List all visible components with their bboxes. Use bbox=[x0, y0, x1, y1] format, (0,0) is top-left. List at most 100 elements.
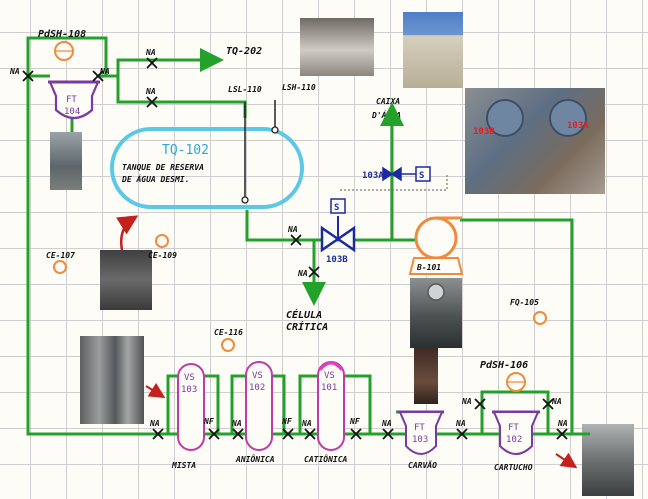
vs101-label-a: VS bbox=[324, 371, 335, 381]
hand-valve-state: NA bbox=[461, 397, 472, 406]
filter-ft104[interactable]: FT 104 bbox=[48, 80, 100, 120]
hand-valve-12[interactable]: NF bbox=[349, 417, 362, 440]
hand-valve-state: NA bbox=[287, 225, 298, 234]
pump-label: B-101 bbox=[416, 263, 441, 272]
arrow-to-cartucho-photo bbox=[555, 452, 578, 469]
instrument-ce107[interactable] bbox=[53, 260, 67, 274]
filter-ft103[interactable]: FT 103 bbox=[398, 410, 444, 455]
arrow-to-storage-photo bbox=[115, 215, 139, 251]
hand-valve-state: NA bbox=[145, 87, 156, 96]
photo-valves-103: 103B 103A bbox=[465, 88, 605, 194]
signal-line bbox=[340, 174, 448, 191]
tank-desc-line2: DE ÁGUA DESMI. bbox=[121, 173, 189, 184]
lsl110-label: LSL-110 bbox=[228, 85, 262, 94]
caption-anionica: ANIÔNICA bbox=[235, 454, 275, 464]
photo-filter-ft104 bbox=[50, 132, 82, 190]
hand-valve-state: NA bbox=[455, 419, 466, 428]
hand-valve-8[interactable]: NF bbox=[203, 417, 220, 440]
valve-103b-actuator: S bbox=[334, 203, 339, 213]
vessel-vs103[interactable]: VS 103 bbox=[177, 363, 205, 451]
hand-valve-4[interactable]: NA bbox=[145, 87, 158, 108]
hand-valve-13[interactable]: NA bbox=[381, 419, 394, 440]
hand-valve-3[interactable]: NA bbox=[145, 48, 158, 69]
fq105-label: FQ-105 bbox=[510, 298, 539, 307]
photo-cartucho bbox=[582, 424, 634, 496]
hand-valve-state: NF bbox=[203, 417, 214, 426]
tank-desc-line1: TANQUE DE RESERVA bbox=[122, 163, 204, 172]
valve-markers: NA NA NA NA NA NA NA NF NA NF NA NF NA NA NA NA NA bbox=[9, 48, 568, 440]
hand-valve-2[interactable]: NA bbox=[92, 67, 110, 82]
celula-label-1: CÉLULA bbox=[286, 308, 322, 321]
vessel-vs101[interactable]: VS 101 bbox=[317, 361, 345, 451]
arrow-to-vessels bbox=[145, 382, 166, 399]
ft103-label-b: 103 bbox=[412, 435, 428, 445]
hand-valve-15[interactable]: NA bbox=[461, 397, 486, 410]
valve-103a-label: 103A bbox=[362, 171, 384, 181]
hand-valve-state: NA bbox=[99, 67, 110, 76]
hand-valve-state: NA bbox=[231, 419, 242, 428]
vs102-label-a: VS bbox=[252, 371, 263, 381]
lsl-probe-tip bbox=[241, 196, 249, 204]
hand-valve-6[interactable]: NA bbox=[297, 266, 320, 278]
lsh110-label: LSH-110 bbox=[282, 83, 316, 92]
caption-mista: MISTA bbox=[171, 461, 196, 470]
hand-valve-state: NA bbox=[145, 48, 156, 57]
photo-label-103b: 103B bbox=[473, 127, 495, 137]
hand-valve-11[interactable]: NA bbox=[301, 419, 316, 440]
tq202-label: TQ-202 bbox=[226, 46, 262, 57]
hand-valve-state: NA bbox=[297, 269, 308, 278]
pump-b101[interactable]: B-101 bbox=[408, 216, 464, 275]
hand-valve-14[interactable]: NA bbox=[455, 419, 468, 440]
hand-valve-10[interactable]: NF bbox=[281, 417, 294, 440]
hand-valve-state: NA bbox=[9, 67, 20, 76]
piping bbox=[26, 36, 590, 436]
hand-valve-1[interactable]: NA bbox=[9, 67, 34, 82]
photo-storage-tanks bbox=[100, 250, 152, 310]
vessel-vs102[interactable]: VS 102 bbox=[245, 361, 273, 451]
ce109-label: CE-109 bbox=[148, 251, 177, 260]
hand-valve-state: NA bbox=[301, 419, 312, 428]
ft104-label-a: FT bbox=[66, 95, 77, 105]
filter-ft102[interactable]: FT 102 bbox=[492, 410, 540, 455]
hand-valve-7[interactable]: NA bbox=[149, 419, 164, 440]
caixa-label-2: D'ÁGUA bbox=[371, 109, 401, 120]
photo-columns-vs bbox=[80, 336, 144, 424]
lsh-probe-tip bbox=[271, 126, 279, 134]
photo-label-103a: 103A bbox=[567, 121, 589, 131]
vs103-label-b: 103 bbox=[181, 385, 197, 395]
instrument-ce116[interactable] bbox=[221, 338, 235, 352]
instrument-pdsh108[interactable] bbox=[54, 41, 74, 61]
caption-cationica: CATIÔNICA bbox=[304, 454, 348, 464]
hand-valve-9[interactable]: NA bbox=[231, 419, 244, 440]
photo-water-tank-building bbox=[403, 12, 463, 88]
ft104-label-b: 104 bbox=[64, 107, 80, 117]
hand-valve-state: NA bbox=[557, 419, 568, 428]
hand-valve-state: NA bbox=[551, 397, 562, 406]
hand-valve-state: NF bbox=[349, 417, 360, 426]
valve-103b-label: 103B bbox=[326, 255, 348, 265]
tank-tq102[interactable]: TQ-102 TANQUE DE RESERVA DE ÁGUA DESMI. bbox=[110, 127, 304, 209]
hand-valve-5[interactable]: NA bbox=[287, 225, 302, 246]
hand-valve-17[interactable]: NA bbox=[556, 419, 568, 440]
hand-valve-state: NA bbox=[149, 419, 160, 428]
tank-id: TQ-102 bbox=[162, 143, 209, 158]
pdsh106-label: PdSH-106 bbox=[480, 360, 528, 371]
hand-valve-state: NF bbox=[281, 417, 292, 426]
hand-valve-16[interactable]: NA bbox=[542, 397, 562, 410]
ce107-label: CE-107 bbox=[46, 251, 75, 260]
vs101-label-b: 101 bbox=[321, 383, 337, 393]
valve-103a-actuator: S bbox=[419, 171, 424, 181]
ft103-label-a: FT bbox=[414, 423, 425, 433]
ce116-label: CE-116 bbox=[214, 328, 243, 337]
valve-103b[interactable]: S bbox=[320, 198, 356, 253]
instrument-pdsh106[interactable] bbox=[506, 372, 526, 392]
instrument-fq105[interactable] bbox=[533, 311, 547, 325]
caption-carvao: CARVÃO bbox=[408, 460, 437, 470]
vs102-label-b: 102 bbox=[249, 383, 265, 393]
valve-103a[interactable]: S bbox=[382, 166, 431, 182]
vs103-label-a: VS bbox=[184, 373, 195, 383]
ft102-label-a: FT bbox=[508, 423, 519, 433]
instrument-ce109[interactable] bbox=[155, 234, 169, 248]
pdsh108-label: PdSH-108 bbox=[38, 29, 86, 40]
